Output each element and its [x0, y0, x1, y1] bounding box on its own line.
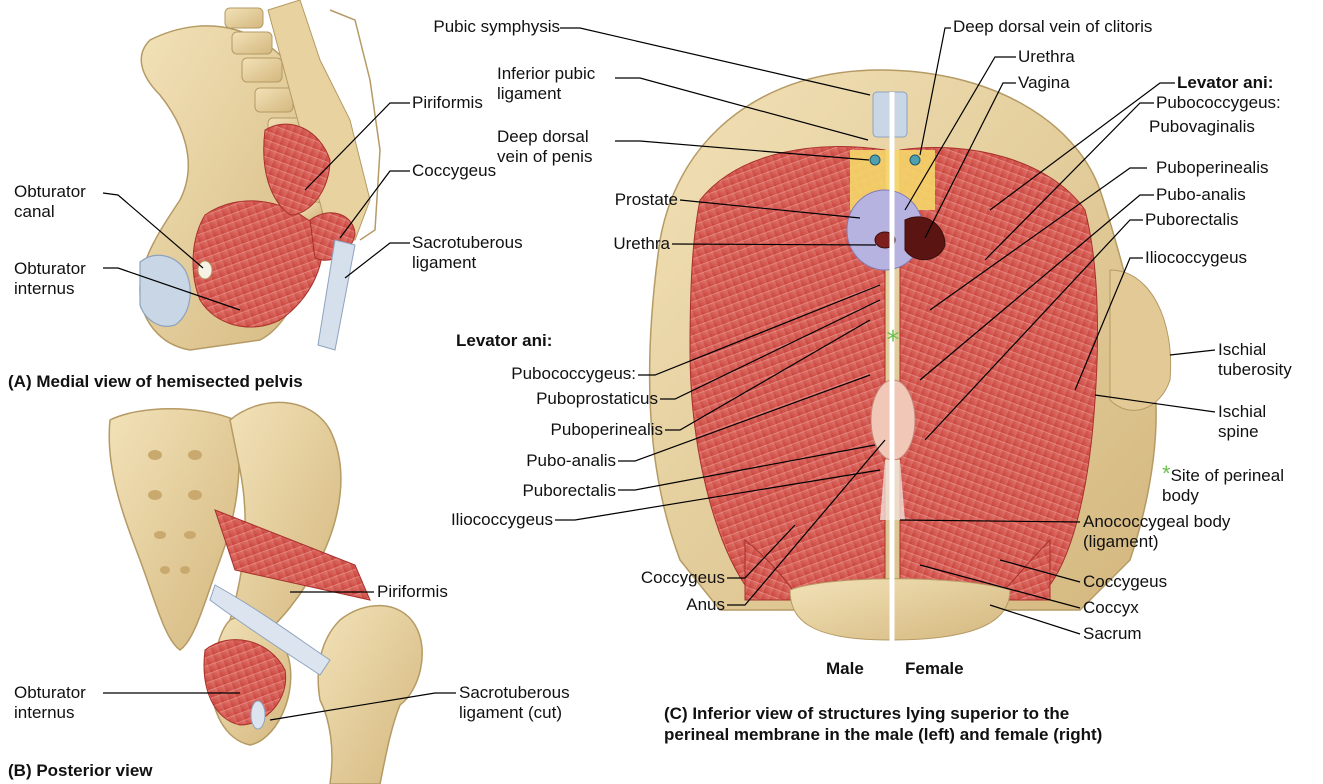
caption-panel-c: (C) Inferior view of structures lying su… [664, 703, 1102, 745]
label-c-puboperinealis-male: Puboperinealis [480, 420, 663, 440]
label-c-pubococcygeus-female: Pubococcygeus: [1156, 93, 1281, 113]
label-c-inferior-pubic-ligament: Inferior pubic ligament [497, 64, 595, 104]
levator-ani-right [900, 148, 1098, 601]
label-a-obturator-canal: Obturator canal [14, 182, 86, 222]
label-c-puboperinealis-female: Puboperinealis [1156, 158, 1268, 178]
femur-bone [318, 606, 422, 784]
label-c-coccyx: Coccyx [1083, 598, 1139, 618]
label-c-levator-ani-male: Levator ani: [456, 331, 552, 351]
label-a-coccygeus: Coccygeus [412, 161, 496, 181]
label-c-coccygeus-male: Coccygeus [600, 568, 725, 588]
label-c-pubic-symphysis: Pubic symphysis [420, 17, 560, 37]
label-b-piriformis: Piriformis [377, 582, 448, 602]
panel-c-illustration [650, 70, 1171, 650]
label-c-perineal-body: *Site of perineal body [1162, 465, 1284, 506]
deep-dorsal-vein-clitoris-dot [910, 155, 920, 165]
label-a-obturator-internus: Obturator internus [14, 259, 86, 299]
label-c-ischial-spine: Ischial spine [1218, 402, 1266, 442]
panel-a-illustration [140, 0, 380, 350]
label-c-puboprostaticus: Puboprostaticus [480, 389, 658, 409]
label-c-iliococcygeus-male: Iliococcygeus [420, 510, 553, 530]
label-c-perineal-body-text: Site of perineal body [1162, 466, 1284, 505]
ischial-tuberosity-right [1110, 270, 1171, 410]
obturator-canal [198, 261, 212, 279]
label-c-pubococcygeus-male: Pubococcygeus: [470, 364, 636, 384]
label-c-puborectalis-male: Puborectalis [470, 481, 616, 501]
sacrum-coccyx-c [790, 579, 1010, 640]
label-c-coccygeus-female: Coccygeus [1083, 572, 1167, 592]
label-c-puborectalis-female: Puborectalis [1145, 210, 1239, 230]
label-c-urethra-female: Urethra [1018, 47, 1075, 67]
deep-dorsal-vein-penis-dot [870, 155, 880, 165]
caption-panel-b: (B) Posterior view [8, 760, 153, 781]
label-c-urethra-male: Urethra [540, 234, 670, 254]
label-c-ischial-tuberosity: Ischial tuberosity [1218, 340, 1292, 380]
sacrum-bone [109, 409, 239, 650]
panel-b-illustration [109, 402, 422, 784]
obturator-internus-muscle [193, 201, 323, 327]
label-c-female: Female [905, 659, 964, 679]
label-c-anus: Anus [600, 595, 725, 615]
label-c-sacrum: Sacrum [1083, 624, 1142, 644]
label-c-male: Male [826, 659, 864, 679]
sacrotuberous-cut-end [251, 701, 265, 729]
star-icon: * [1162, 461, 1171, 486]
label-a-piriformis: Piriformis [412, 93, 483, 113]
label-c-pubo-analis-female: Pubo-analis [1156, 185, 1246, 205]
label-b-sacrotuberous-cut: Sacrotuberous ligament (cut) [459, 683, 570, 723]
label-c-deep-dorsal-vein-clitoris: Deep dorsal vein of clitoris [953, 17, 1152, 37]
label-c-iliococcygeus-female: Iliococcygeus [1145, 248, 1247, 268]
label-c-anococcygeal-body: Anococcygeal body (ligament) [1083, 512, 1230, 552]
label-b-obturator-internus: Obturator internus [14, 683, 86, 723]
label-a-sacrotuberous-ligament: Sacrotuberous ligament [412, 233, 523, 273]
caption-panel-a: (A) Medial view of hemisected pelvis [8, 371, 303, 392]
perineal-body-star: * [887, 326, 900, 356]
label-c-levator-ani-female: Levator ani: [1177, 73, 1273, 93]
label-c-deep-dorsal-vein-penis: Deep dorsal vein of penis [497, 127, 592, 167]
label-c-prostate: Prostate [540, 190, 678, 210]
label-c-vagina: Vagina [1018, 73, 1070, 93]
label-c-pubovaginalis: Pubovaginalis [1149, 117, 1309, 137]
label-c-pubo-analis-male: Pubo-analis [470, 451, 616, 471]
